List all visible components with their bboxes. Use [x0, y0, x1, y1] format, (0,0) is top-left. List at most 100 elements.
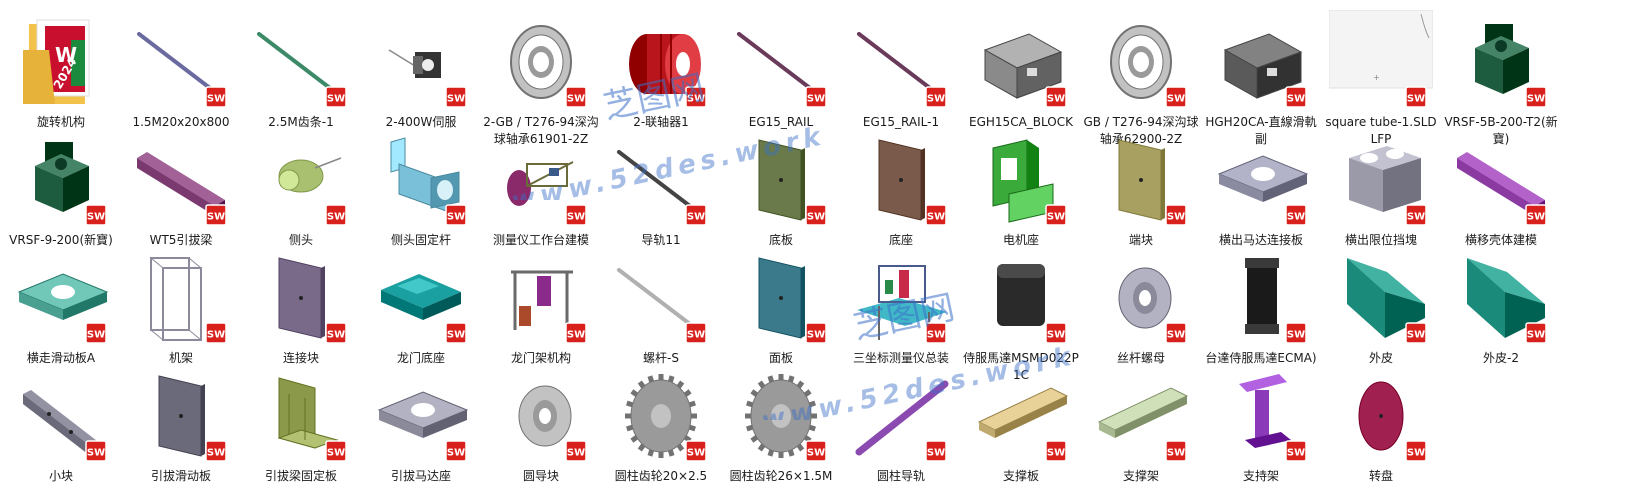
file-item[interactable]: SW 小块 [1, 362, 121, 483]
solidworks-badge-icon: SW [1045, 204, 1067, 226]
file-name-label: WT5引拔梁 [149, 233, 213, 247]
file-item[interactable]: SW 横出限位挡塊 [1321, 126, 1441, 247]
svg-text:SW: SW [807, 212, 825, 223]
file-item[interactable]: SW 支撑板 [961, 362, 1081, 483]
file-item[interactable]: SW 圆柱齿轮26×1.5M [721, 362, 841, 483]
file-item[interactable]: SW 引拔马达座 [361, 362, 481, 483]
file-item[interactable]: SW 引拔梁固定板 [241, 362, 361, 483]
file-item[interactable]: + SW square tube-1.SLDLFP [1321, 8, 1441, 146]
file-item[interactable]: SW 底板 [721, 126, 841, 247]
file-item[interactable]: SW 支撑架 [1081, 362, 1201, 483]
solidworks-badge-icon: SW [685, 204, 707, 226]
plate-icon [1089, 128, 1193, 228]
solidworks-badge-icon: SW [1045, 440, 1067, 462]
file-item[interactable]: SW 支持架 [1201, 362, 1321, 483]
file-name-label: 旋转机构 [36, 115, 85, 129]
file-item[interactable]: SW 底座 [841, 126, 961, 247]
nut-icon [1089, 246, 1193, 346]
svg-text:SW: SW [1407, 212, 1425, 223]
file-item[interactable]: SW 圆柱导轨 [841, 362, 961, 483]
file-item[interactable]: SW 横出马达连接板 [1201, 126, 1321, 247]
file-item[interactable]: SW 连接块 [241, 244, 361, 365]
file-item[interactable]: SW 2-400W伺服 [361, 8, 481, 129]
plate-icon [729, 128, 833, 228]
svg-text:SW: SW [1407, 448, 1425, 459]
file-item[interactable]: SW 圆导块 [481, 362, 601, 483]
file-item[interactable]: SW EGH15CA_BLOCK [961, 8, 1081, 129]
file-item[interactable]: SW 三坐标测量仪总装 [841, 244, 961, 365]
file-name-label: 横移壳体建模 [1464, 233, 1537, 247]
cylinder-rail-icon [849, 364, 953, 464]
file-name-label: 底座 [888, 233, 913, 247]
file-item[interactable]: SW 2-GB / T276-94深沟球轴承61901-2Z [481, 8, 601, 146]
svg-text:SW: SW [927, 448, 945, 459]
file-item[interactable]: SW 导轨11 [601, 126, 721, 247]
file-item[interactable]: SW HGH20CA-直線滑軌副 [1201, 8, 1321, 146]
file-item[interactable]: SW EG15_RAIL-1 [841, 8, 961, 129]
svg-text:SW: SW [1167, 94, 1185, 105]
file-item[interactable]: SW VRSF-5B-200-T2(新寶) [1441, 8, 1561, 146]
solidworks-badge-icon: SW [445, 322, 467, 344]
file-name-label: 横走滑动板A [26, 351, 96, 365]
solidworks-badge-icon: SW [565, 86, 587, 108]
skin-panel-icon [1329, 246, 1433, 346]
file-name-label: 支持架 [1242, 469, 1279, 483]
file-item[interactable]: SW 2.5M齿条-1 [241, 8, 361, 129]
file-item[interactable]: SW 龙门底座 [361, 244, 481, 365]
file-item[interactable]: SW 1.5M20x20x800 [121, 8, 241, 129]
file-name-label: 圆导块 [522, 469, 559, 483]
file-item[interactable]: SW 龙门架机构 [481, 244, 601, 365]
file-item[interactable]: SW EG15_RAIL [721, 8, 841, 129]
file-name-label: 龙门底座 [396, 351, 445, 365]
file-item[interactable]: SW 引拔滑动板 [121, 362, 241, 483]
file-item[interactable]: SW 侍服馬達MSMD022P1C [961, 244, 1081, 382]
gantry-icon [489, 246, 593, 346]
svg-text:SW: SW [1167, 330, 1185, 341]
solidworks-badge-icon: SW [925, 440, 947, 462]
svg-text:SW: SW [447, 448, 465, 459]
file-item[interactable]: SW 侧头 [241, 126, 361, 247]
plate-icon [249, 246, 353, 346]
file-item[interactable]: SW GB / T276-94深沟球轴承62900-2Z [1081, 8, 1201, 146]
slide-plate-icon [129, 364, 233, 464]
file-item[interactable]: W 2024 旋转机构 [1, 8, 121, 129]
slide-block-icon [969, 10, 1073, 110]
file-item[interactable]: SW 外皮-2 [1441, 244, 1561, 365]
file-name-label: 电机座 [1002, 233, 1039, 247]
file-item[interactable]: SW 台達侍服馬達ECMA) [1201, 244, 1321, 365]
file-item[interactable]: SW VRSF-9-200(新寶) [1, 126, 121, 247]
skin-panel-icon [1449, 246, 1553, 346]
svg-text:SW: SW [87, 330, 105, 341]
frame-icon [129, 246, 233, 346]
file-item[interactable]: SW 圆柱齿轮20×2.5 [601, 362, 721, 483]
solidworks-badge-icon: SW [685, 440, 707, 462]
file-item[interactable]: SW 电机座 [961, 126, 1081, 247]
file-item[interactable]: SW 机架 [121, 244, 241, 365]
file-item[interactable]: SW 侧头固定杆 [361, 126, 481, 247]
profile-sketch-icon: + [1329, 10, 1433, 110]
file-item[interactable]: SW 转盘 [1321, 362, 1441, 483]
file-name-label: 支撑板 [1002, 469, 1039, 483]
file-item[interactable]: SW 测量仪工作台建模 [481, 126, 601, 247]
file-name-label: 导轨11 [641, 233, 681, 247]
solidworks-badge-icon: SW [1165, 440, 1187, 462]
svg-text:SW: SW [1527, 94, 1545, 105]
file-item[interactable]: SW 丝杆螺母 [1081, 244, 1201, 365]
file-item[interactable]: SW 面板 [721, 244, 841, 365]
file-name-label: 面板 [768, 351, 793, 365]
file-item[interactable]: SW WT5引拔梁 [121, 126, 241, 247]
file-item[interactable]: SW 端块 [1081, 126, 1201, 247]
plate-icon [849, 128, 953, 228]
svg-text:SW: SW [447, 330, 465, 341]
file-name-label: 2-GB / T276-94深沟球轴承61901-2Z [483, 115, 599, 146]
file-item[interactable]: SW 外皮 [1321, 244, 1441, 365]
file-item[interactable]: SW 横移壳体建模 [1441, 126, 1561, 247]
solidworks-badge-icon: SW [1525, 322, 1547, 344]
svg-text:SW: SW [687, 330, 705, 341]
file-name-label: EG15_RAIL [748, 115, 814, 129]
file-item[interactable]: SW 2-联轴器1 [601, 8, 721, 129]
file-item[interactable]: SW 横走滑动板A [1, 244, 121, 365]
motor-plate-icon [1209, 128, 1313, 228]
file-name-label: 底板 [768, 233, 793, 247]
file-item[interactable]: SW 螺杆-S [601, 244, 721, 365]
